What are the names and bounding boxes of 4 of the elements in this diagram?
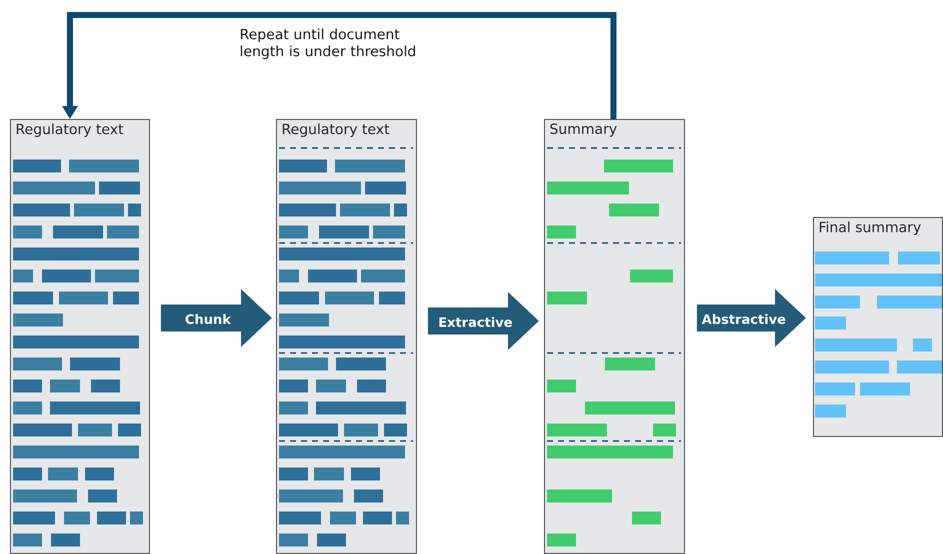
edge-label: Abstractive [702, 314, 786, 324]
edge-label: Repeat until document length is under threshold [240, 28, 416, 60]
edge-label: Extractive [439, 316, 512, 328]
edge-label: Chunk [186, 314, 232, 324]
